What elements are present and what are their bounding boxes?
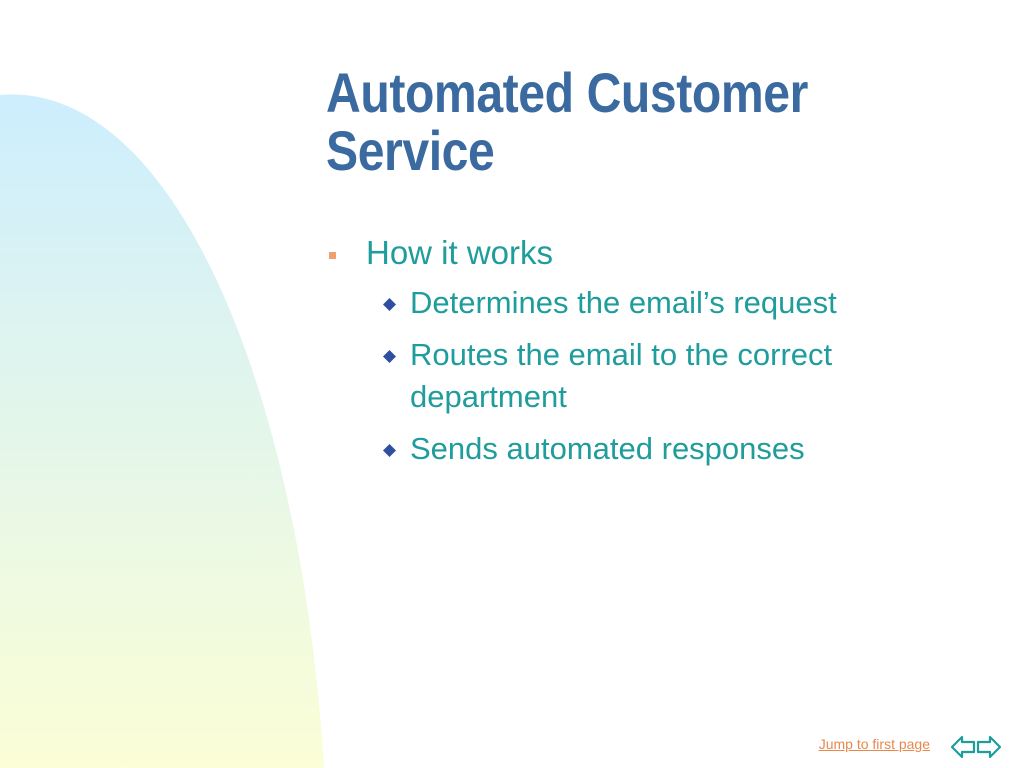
sub-bullet-determines-request: Determines the email’s request [326, 282, 966, 324]
title-line-2: Service [326, 119, 495, 182]
diamond-bullet-icon [383, 298, 396, 311]
back-forward-arrows-icon[interactable] [950, 732, 1002, 762]
sub-bullet-text: Determines the email’s request [410, 285, 837, 320]
title-line-1: Automated Customer [326, 61, 808, 124]
diamond-bullet-icon [383, 444, 396, 457]
bullet-how-it-works: How it works [326, 230, 966, 276]
diamond-bullet-icon [383, 350, 396, 363]
square-bullet-icon [329, 252, 336, 259]
slide-title: Automated Customer Service [326, 64, 911, 180]
sub-bullet-routes-email: Routes the email to the correct departme… [326, 334, 966, 418]
bullet-list: How it works Determines the email’s requ… [326, 230, 966, 470]
sub-bullet-text: Routes the email to the correct departme… [410, 337, 833, 414]
sub-bullet-automated-responses: Sends automated responses [326, 428, 966, 470]
jump-to-first-page-link[interactable]: Jump to first page [818, 736, 930, 752]
sub-bullet-text: Sends automated responses [410, 431, 805, 466]
bullet-text: How it works [366, 234, 554, 271]
